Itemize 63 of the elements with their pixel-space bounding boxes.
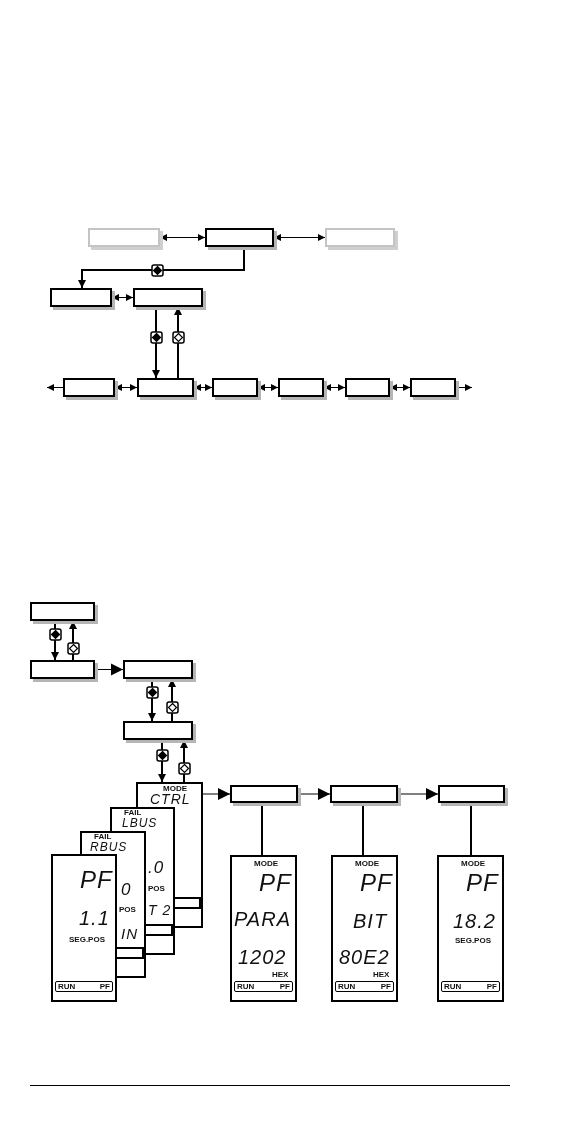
display-label: MODE bbox=[254, 860, 278, 868]
display-label: SEG.POS bbox=[455, 937, 491, 945]
lcd-display-header bbox=[136, 782, 203, 807]
process-box bbox=[30, 660, 95, 679]
lcd-readout: T 2 bbox=[148, 903, 172, 917]
process-box bbox=[63, 378, 115, 397]
lcd-display bbox=[331, 855, 398, 1002]
status-label: RUN bbox=[444, 982, 462, 991]
process-box bbox=[345, 378, 390, 397]
lcd-display bbox=[230, 855, 297, 1002]
display-label: HEX bbox=[373, 971, 390, 979]
status-label: PF bbox=[99, 982, 110, 991]
lcd-readout: PF bbox=[466, 871, 499, 895]
status-label: RUN bbox=[338, 982, 356, 991]
process-box bbox=[330, 785, 398, 803]
display-label: HEX bbox=[272, 971, 289, 979]
process-box bbox=[438, 785, 505, 803]
lcd-readout: PF bbox=[259, 871, 292, 895]
lcd-readout: .0 bbox=[148, 859, 165, 876]
status-label: PF bbox=[279, 982, 290, 991]
arrow bbox=[46, 384, 64, 391]
lcd-display-header bbox=[110, 807, 175, 831]
display-label: FAIL bbox=[124, 809, 142, 817]
display-label: POS bbox=[148, 885, 165, 893]
process-box bbox=[30, 602, 95, 621]
lcd-readout: PF bbox=[80, 868, 113, 892]
lcd-readout: LBUS bbox=[122, 817, 158, 829]
status-label: RUN bbox=[58, 982, 76, 991]
lcd-readout: CTRL bbox=[150, 792, 191, 806]
lcd-readout: 80E2 bbox=[339, 947, 390, 967]
process-box bbox=[205, 228, 274, 247]
display-label: MODE bbox=[461, 860, 485, 868]
lcd-readout: RBUS bbox=[90, 841, 128, 853]
status-label: PF bbox=[486, 982, 497, 991]
process-box bbox=[278, 378, 324, 397]
display-label: FAIL bbox=[94, 833, 112, 841]
display-label: MODE bbox=[355, 860, 379, 868]
lcd-display-header bbox=[80, 831, 146, 854]
arrow bbox=[202, 788, 231, 800]
lcd-display bbox=[51, 854, 117, 1002]
lcd-readout: PARA bbox=[234, 909, 291, 929]
lcd-readout: BIT bbox=[353, 911, 388, 931]
display-label: SEG.POS bbox=[69, 936, 105, 944]
status-label: RUN bbox=[237, 982, 255, 991]
status-label: PF bbox=[380, 982, 391, 991]
process-box bbox=[133, 288, 203, 307]
lcd-readout: 0 bbox=[121, 881, 132, 898]
lcd-readout: 1202 bbox=[238, 947, 287, 967]
process-box bbox=[212, 378, 258, 397]
display-label: MODE bbox=[163, 785, 187, 793]
process-box bbox=[123, 721, 193, 740]
process-box bbox=[325, 228, 395, 247]
process-box bbox=[50, 288, 112, 307]
lcd-readout: IN bbox=[121, 926, 138, 941]
lcd-readout: 1.1 bbox=[79, 908, 110, 928]
lcd-readout: 18.2 bbox=[453, 911, 496, 931]
process-box bbox=[410, 378, 456, 397]
lcd-display bbox=[437, 855, 504, 1002]
lcd-readout: PF bbox=[360, 871, 393, 895]
process-box bbox=[230, 785, 298, 803]
process-box bbox=[137, 378, 194, 397]
process-box bbox=[88, 228, 160, 247]
process-box bbox=[123, 660, 193, 679]
